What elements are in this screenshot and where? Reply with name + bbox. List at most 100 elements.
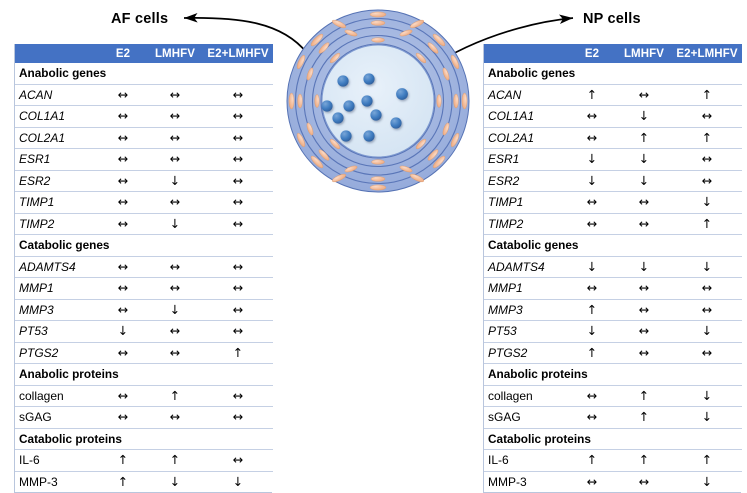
cell-e2-lmhfv: ↓ — [672, 255, 742, 278]
row-label: collagen — [15, 384, 99, 407]
table-row: TIMP1↔↔↔ — [15, 191, 273, 213]
cell-lmhfv: ↔ — [616, 470, 672, 492]
cell-e2: ↔ — [99, 191, 147, 213]
cell-lmhfv: ↔ — [147, 341, 203, 364]
row-label: ACAN — [15, 83, 99, 106]
table-row: COL2A1↔↑↑ — [484, 126, 742, 149]
cell-e2: ↔ — [99, 406, 147, 428]
cell-e2-lmhfv: ↓ — [672, 320, 742, 342]
table-row: ESR1↔↔↔ — [15, 148, 273, 170]
row-label: COL2A1 — [15, 126, 99, 149]
table-row: ESR2↓↓↔ — [484, 169, 742, 192]
cell-e2: ↔ — [99, 148, 147, 170]
cell-e2-lmhfv: ↔ — [203, 449, 273, 471]
cell-e2: ↔ — [99, 384, 147, 407]
cell-e2-lmhfv: ↔ — [672, 298, 742, 321]
cell-lmhfv: ↔ — [147, 277, 203, 299]
row-label: collagen — [484, 384, 568, 407]
cell-e2: ↔ — [568, 212, 616, 235]
section-label: Anabolic proteins — [484, 363, 742, 385]
row-label: ESR2 — [15, 169, 99, 192]
cell-e2: ↔ — [99, 212, 147, 235]
section-header-row: Catabolic genes — [484, 234, 742, 256]
table-row: ESR2↔↓↔ — [15, 169, 273, 192]
cell-e2: ↔ — [99, 341, 147, 364]
table-row: ESR1↓↓↔ — [484, 148, 742, 170]
cell-e2: ↑ — [568, 449, 616, 471]
cell-e2-lmhfv: ↔ — [203, 169, 273, 192]
row-label: TIMP1 — [15, 191, 99, 213]
row-label: MMP3 — [484, 298, 568, 321]
cell-e2-lmhfv: ↓ — [672, 470, 742, 492]
cell-e2-lmhfv: ↑ — [203, 341, 273, 364]
table-row: collagen↔↑↓ — [484, 384, 742, 407]
row-label: ADAMTS4 — [15, 255, 99, 278]
table-row: MMP-3↔↔↓ — [484, 470, 742, 492]
section-header-row: Catabolic proteins — [15, 427, 273, 450]
row-label: MMP1 — [15, 277, 99, 299]
cell-e2-lmhfv: ↔ — [203, 406, 273, 428]
row-label: ESR1 — [15, 148, 99, 170]
cell-e2: ↑ — [568, 298, 616, 321]
cell-lmhfv: ↔ — [616, 191, 672, 213]
row-label: IL-6 — [484, 449, 568, 471]
table-row: PT53↓↔↓ — [484, 320, 742, 342]
table-row: MMP3↔↓↔ — [15, 298, 273, 321]
cell-lmhfv: ↔ — [147, 255, 203, 278]
section-header-row: Anabolic genes — [15, 63, 273, 84]
table-row: COL2A1↔↔↔ — [15, 126, 273, 149]
np-cells-group — [321, 73, 408, 142]
row-label: COL1A1 — [15, 105, 99, 127]
row-label: COL1A1 — [484, 105, 568, 127]
cell-lmhfv: ↑ — [616, 126, 672, 149]
cell-e2: ↓ — [568, 255, 616, 278]
table-row: sGAG↔↔↔ — [15, 406, 273, 428]
row-label: IL-6 — [15, 449, 99, 471]
column-header-blank — [15, 44, 99, 63]
cell-e2: ↑ — [568, 83, 616, 106]
af-cells-group — [288, 11, 468, 191]
cell-e2-lmhfv: ↔ — [203, 255, 273, 278]
cell-e2: ↔ — [99, 105, 147, 127]
row-label: MMP1 — [484, 277, 568, 299]
af-cells-callout-label: AF cells — [111, 11, 169, 27]
cell-e2-lmhfv: ↔ — [672, 105, 742, 127]
cell-lmhfv: ↔ — [616, 212, 672, 235]
section-label: Anabolic proteins — [15, 363, 273, 385]
cell-e2: ↔ — [99, 298, 147, 321]
section-label: Anabolic genes — [15, 63, 273, 84]
row-label: MMP-3 — [484, 470, 568, 492]
cell-e2: ↔ — [99, 169, 147, 192]
cell-e2-lmhfv: ↔ — [203, 126, 273, 149]
row-label: PT53 — [15, 320, 99, 342]
column-header-blank — [484, 44, 568, 63]
cell-e2-lmhfv: ↑ — [672, 449, 742, 471]
section-label: Catabolic genes — [15, 234, 273, 256]
cell-e2: ↓ — [568, 320, 616, 342]
cell-e2-lmhfv: ↔ — [203, 298, 273, 321]
row-label: PTGS2 — [15, 341, 99, 364]
cell-e2-lmhfv: ↓ — [672, 406, 742, 428]
table-header-row: E2 LMHFV E2+LMHFV — [15, 44, 273, 63]
cell-e2-lmhfv: ↔ — [203, 83, 273, 106]
cell-lmhfv: ↔ — [616, 320, 672, 342]
row-label: ACAN — [484, 83, 568, 106]
table-row: IL-6↑↑↑ — [484, 449, 742, 471]
table-row: ADAMTS4↔↔↔ — [15, 255, 273, 278]
cell-lmhfv: ↑ — [616, 449, 672, 471]
row-label: COL2A1 — [484, 126, 568, 149]
row-label: ESR2 — [484, 169, 568, 192]
cell-lmhfv: ↓ — [616, 105, 672, 127]
cell-e2: ↑ — [99, 449, 147, 471]
cell-lmhfv: ↑ — [147, 384, 203, 407]
section-label: Catabolic proteins — [15, 427, 273, 450]
np-cells-callout-label: NP cells — [583, 11, 641, 27]
cell-e2: ↔ — [568, 105, 616, 127]
row-label: TIMP2 — [15, 212, 99, 235]
cell-lmhfv: ↔ — [147, 191, 203, 213]
